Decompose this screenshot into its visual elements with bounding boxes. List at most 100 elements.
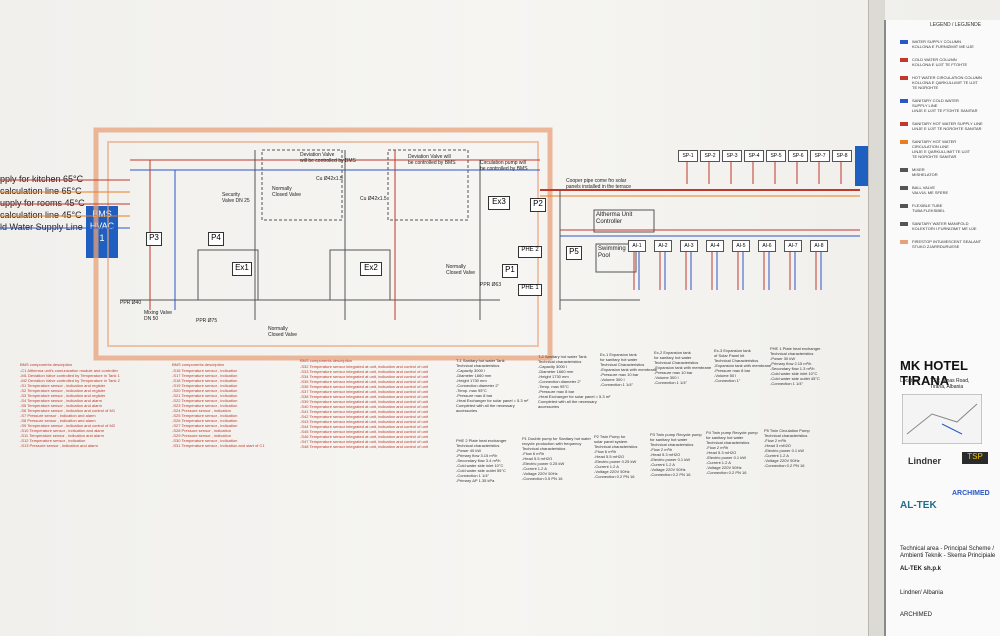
- location-label: Location:: [900, 378, 921, 384]
- copper-pipe-note: Cooper pipe come fro solar panels instal…: [566, 178, 632, 190]
- bms-desc-item: -S4 Temperature sensor , indication and …: [20, 398, 102, 403]
- archimed-logo: ARCHIMED: [952, 490, 990, 497]
- ai-unit-3: AI-3: [680, 240, 698, 252]
- mixing-valve-note: Mixing Valve DN 50: [144, 310, 172, 322]
- supply-label-cold: ld Water Supply Line: [0, 222, 83, 232]
- bms-desc-item: -S28 Pressure sensor , indication: [172, 428, 231, 433]
- tech-note-phe2: PHE 2 Plate heat exchanger Technical cha…: [456, 438, 507, 483]
- bms-desc-item: -S44 Temperature sensor integrated at un…: [300, 424, 429, 429]
- normally-closed-note-1: Normally Closed Valve: [272, 186, 302, 198]
- legend-label: COLD WATER COLUMN KOLLONA E UJIT TE FTOH…: [912, 57, 968, 67]
- tech-note-t1: T-1 Sanitary hot water Tank Technical ch…: [456, 358, 529, 413]
- ppr-63-note: PPR Ø63: [480, 282, 502, 288]
- bms-desc-item: -S19 Temperature sensor , indication: [172, 383, 238, 388]
- bms-desc-item: -S35 Temperature sensor integrated at un…: [300, 379, 429, 384]
- ai-unit-4: AI-4: [706, 240, 724, 252]
- tech-note-t2: T-2 Sanitary hot water Tank Technical ch…: [538, 354, 611, 409]
- ex3-label: Ex3: [488, 196, 510, 210]
- supply-label-kitchen: pply for kitchen 65°C: [0, 174, 84, 184]
- bms-desc-item: -S43 Temperature sensor integrated at un…: [300, 419, 429, 424]
- legend-label: SANITARY WATER MANIFOLD KOLEKTORI I FURN…: [912, 221, 977, 231]
- bms-desc-col2-title: BMS components description: [172, 362, 225, 367]
- p4-label: P4: [208, 232, 224, 246]
- project-title: MK HOTEL TIRANA: [900, 358, 968, 388]
- bms-desc-item: -C1 Altherma unit's comunication module …: [20, 368, 118, 373]
- bms-desc-item: -S24 Pressure sensor , indication: [172, 408, 231, 413]
- location-value: TSP, Rinas Road, Tirana, Albania: [930, 378, 970, 390]
- cu-pipe-note-1: Cu Ø42x1.5: [316, 176, 343, 182]
- legend-label: SANITARY COLD WATER SUPPLY LINE LINJE E …: [912, 98, 978, 113]
- legend-label: SANITARY HOT WATER SUPPLY LINE LINJE E U…: [912, 121, 983, 131]
- location-map-site: [941, 423, 963, 435]
- bms-desc-item: -S23 Temperature sensor , indication: [172, 403, 238, 408]
- bms-desc-item: -S21 Temperature sensor , indication: [172, 393, 238, 398]
- bms-desc-item: -S39 Temperature sensor integrated at un…: [300, 399, 429, 404]
- sp-unit-2: SP-2: [700, 150, 720, 162]
- legend-swatch: [900, 140, 908, 144]
- bms-desc-item: -S45 Temperature sensor integrated at un…: [300, 429, 429, 434]
- ai-unit-1: AI-1: [628, 240, 646, 252]
- tech-note-p1: P1 Double pump for Sanitary hot water re…: [522, 436, 591, 481]
- bms-desc-item: -S33 Temperature sensor integrated at un…: [300, 369, 429, 374]
- ex2-label: Ex2: [360, 262, 382, 276]
- tank-ex1-outline: [197, 249, 259, 301]
- lindner-logo: Lindner: [908, 456, 941, 466]
- ai-unit-6: AI-6: [758, 240, 776, 252]
- ai-unit-7: AI-7: [784, 240, 802, 252]
- ai-unit-2: AI-2: [654, 240, 672, 252]
- location-map-frame: [902, 394, 982, 444]
- bms-desc-item: -S27 Temperature sensor , indication: [172, 423, 238, 428]
- cu-pipe-note-2: Cu Ø42x1.5: [360, 196, 387, 202]
- bms-desc-item: -S48 Temperature sensor integrated at un…: [300, 444, 429, 449]
- legend-swatch: [900, 222, 908, 226]
- tech-note-p4: P4 Twin pump Recycle pump for sanitary h…: [706, 430, 758, 475]
- bms-desc-item: -S41 Temperature sensor integrated at un…: [300, 409, 429, 414]
- tech-note-ex1: Ex-1 Expansion tank for sanitary hot wat…: [600, 352, 658, 387]
- bms-desc-item: -S1 Temperature sensor , indication and …: [20, 383, 106, 388]
- location-map-road: [906, 403, 978, 435]
- supply-label-rooms: upply for rooms 45°C: [0, 198, 85, 208]
- ai-unit-5: AI-5: [732, 240, 750, 252]
- ppr-75-note: PPR Ø75: [196, 318, 218, 324]
- bms-desc-item: -S26 Temperature sensor , indication: [172, 418, 238, 423]
- supply-label-recirc-65: calculation line 65°C: [0, 186, 82, 196]
- tank-ex2-outline: [329, 249, 391, 301]
- bms-desc-item: -S8 Pressure sensor , indication and ala…: [20, 418, 96, 423]
- bms-desc-col3-title: BMS components description: [300, 358, 353, 363]
- bms-desc-item: -S7 Pressure sensor , indication and ala…: [20, 413, 96, 418]
- p5-label: P5: [566, 246, 582, 260]
- bms-desc-item: -S36 Temperature sensor integrated at un…: [300, 384, 429, 389]
- bms-desc-item: -S16 Temperature sensor , indication: [172, 368, 238, 373]
- legend-label: MIXER MISHELATOR: [912, 167, 938, 177]
- tech-note-p3: P3 Twin pump Recycle pump for sanitary h…: [650, 432, 702, 477]
- bms-desc-item: -S30 Temperature sensor , indication: [172, 438, 238, 443]
- deviation-valve-note-1: Deviation Valve will be controlled by BM…: [300, 152, 356, 164]
- sp-drops: [686, 162, 842, 184]
- security-valve-note: Security Valve DN 25: [222, 192, 250, 204]
- legend-swatch: [900, 186, 908, 190]
- legend-swatch: [900, 240, 908, 244]
- ai-unit-8: AI-8: [810, 240, 828, 252]
- ai-drops: [633, 252, 817, 290]
- client-name: Lindner/ Albania: [900, 590, 944, 596]
- drawing-title: Technical area - Principal Scheme / Ambi…: [900, 546, 996, 559]
- tank-t1-outline: [261, 149, 343, 221]
- bms-desc-item: -S3 Temperature sensor , indication and …: [20, 393, 106, 398]
- bms-desc-col2: -S16 Temperature sensor , indication-S17…: [172, 368, 265, 448]
- bms-desc-item: -S13 Pressure sensor , indication and al…: [20, 443, 98, 448]
- legend-swatch: [900, 168, 908, 172]
- sp-unit-3: SP-3: [722, 150, 742, 162]
- circulation-pump-note: Circulation pump will be controlled by B…: [480, 160, 528, 172]
- legend-swatch: [900, 58, 908, 62]
- legend-label: SANITARY HOT WATER CIRCULATION LINE LINJ…: [912, 139, 971, 159]
- legend-label: FLEXIBLE TUBE TUBA FLEKSIBEL: [912, 203, 945, 213]
- bms-desc-item: -M1 Deviation Valve controlled by Temper…: [20, 373, 120, 378]
- legend-label: HOT WATER CIRCULATION COLUMN KOLLONA E Q…: [912, 75, 982, 90]
- bms-desc-item: -S11 Temperature sensor , indication and…: [20, 433, 104, 438]
- firestop-outline-inner: [107, 141, 539, 347]
- location-map: [902, 394, 982, 444]
- bms-desc-col1-title: BMS components description: [20, 362, 73, 367]
- bms-desc-item: -S10 Temperature sensor , indication and…: [20, 428, 105, 433]
